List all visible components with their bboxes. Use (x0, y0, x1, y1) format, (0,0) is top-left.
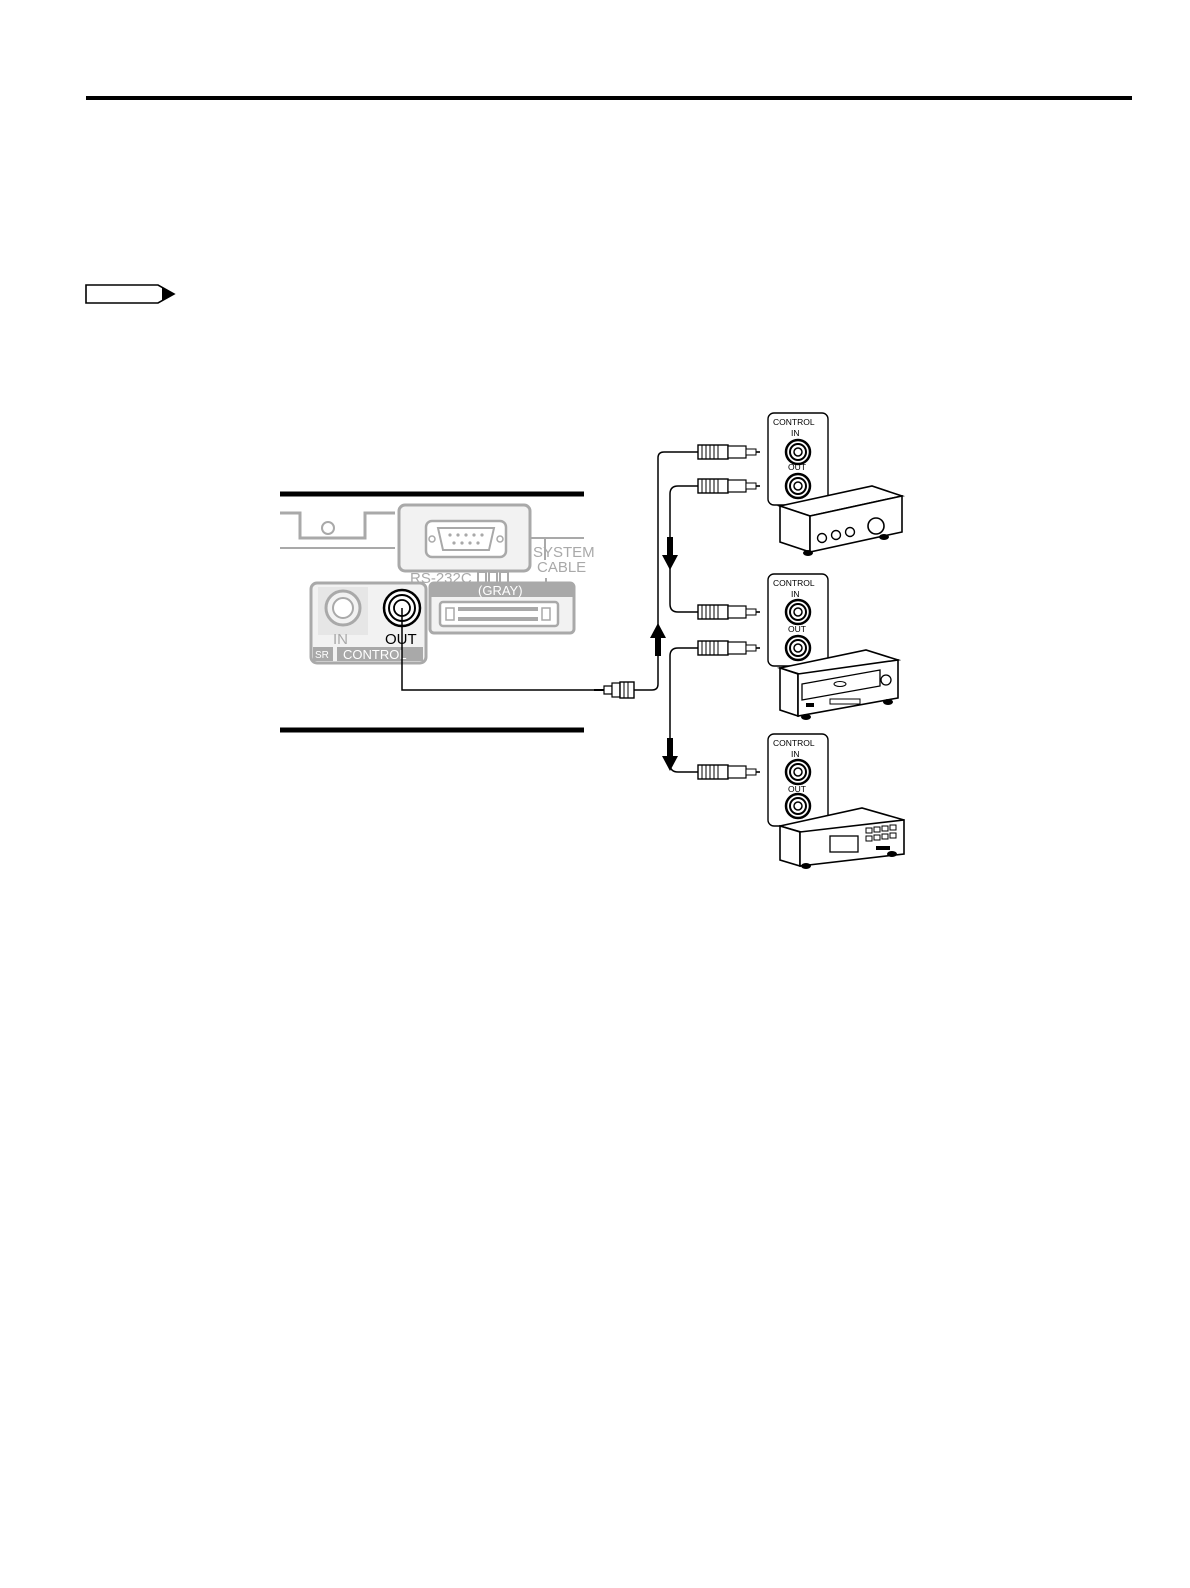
control-in-label: IN (333, 631, 348, 648)
device-cd-player: CONTROL IN OUT (767, 733, 905, 869)
system-label: SYSTEM (533, 544, 595, 561)
device1-in-label: IN (791, 428, 800, 438)
cd-player-icon (779, 807, 905, 869)
device3-control-label: CONTROL (773, 738, 815, 748)
device2-control-label: CONTROL (773, 578, 815, 588)
device1-out-label: OUT (788, 462, 806, 472)
device1-control-label: CONTROL (773, 417, 815, 427)
serial-port-icon (477, 571, 509, 584)
gray-label: (GRAY) (478, 583, 523, 598)
rear-panel: RS-232C SYSTEM CABLE (GRAY) IN OUT (280, 491, 595, 733)
device2-out-label: OUT (788, 624, 806, 634)
cassette-deck-icon (776, 649, 902, 720)
note-pencil-icon (85, 284, 176, 304)
flow-arrows (650, 537, 678, 771)
rca-plugs (697, 444, 761, 780)
device-amplifier: CONTROL IN OUT (767, 412, 906, 556)
sr-badge: SR (315, 650, 329, 661)
device2-in-label: IN (791, 589, 800, 599)
header-rule (86, 96, 1132, 100)
cable-label: CABLE (537, 559, 586, 576)
device3-out-label: OUT (788, 784, 806, 794)
device3-in-label: IN (791, 749, 800, 759)
device-cassette-deck: CONTROL IN OUT (767, 573, 902, 720)
amplifier-icon (776, 485, 906, 556)
control-label: CONTROL (343, 647, 407, 662)
control-out-label: OUT (385, 631, 417, 648)
mini-plug-icon (594, 681, 635, 699)
